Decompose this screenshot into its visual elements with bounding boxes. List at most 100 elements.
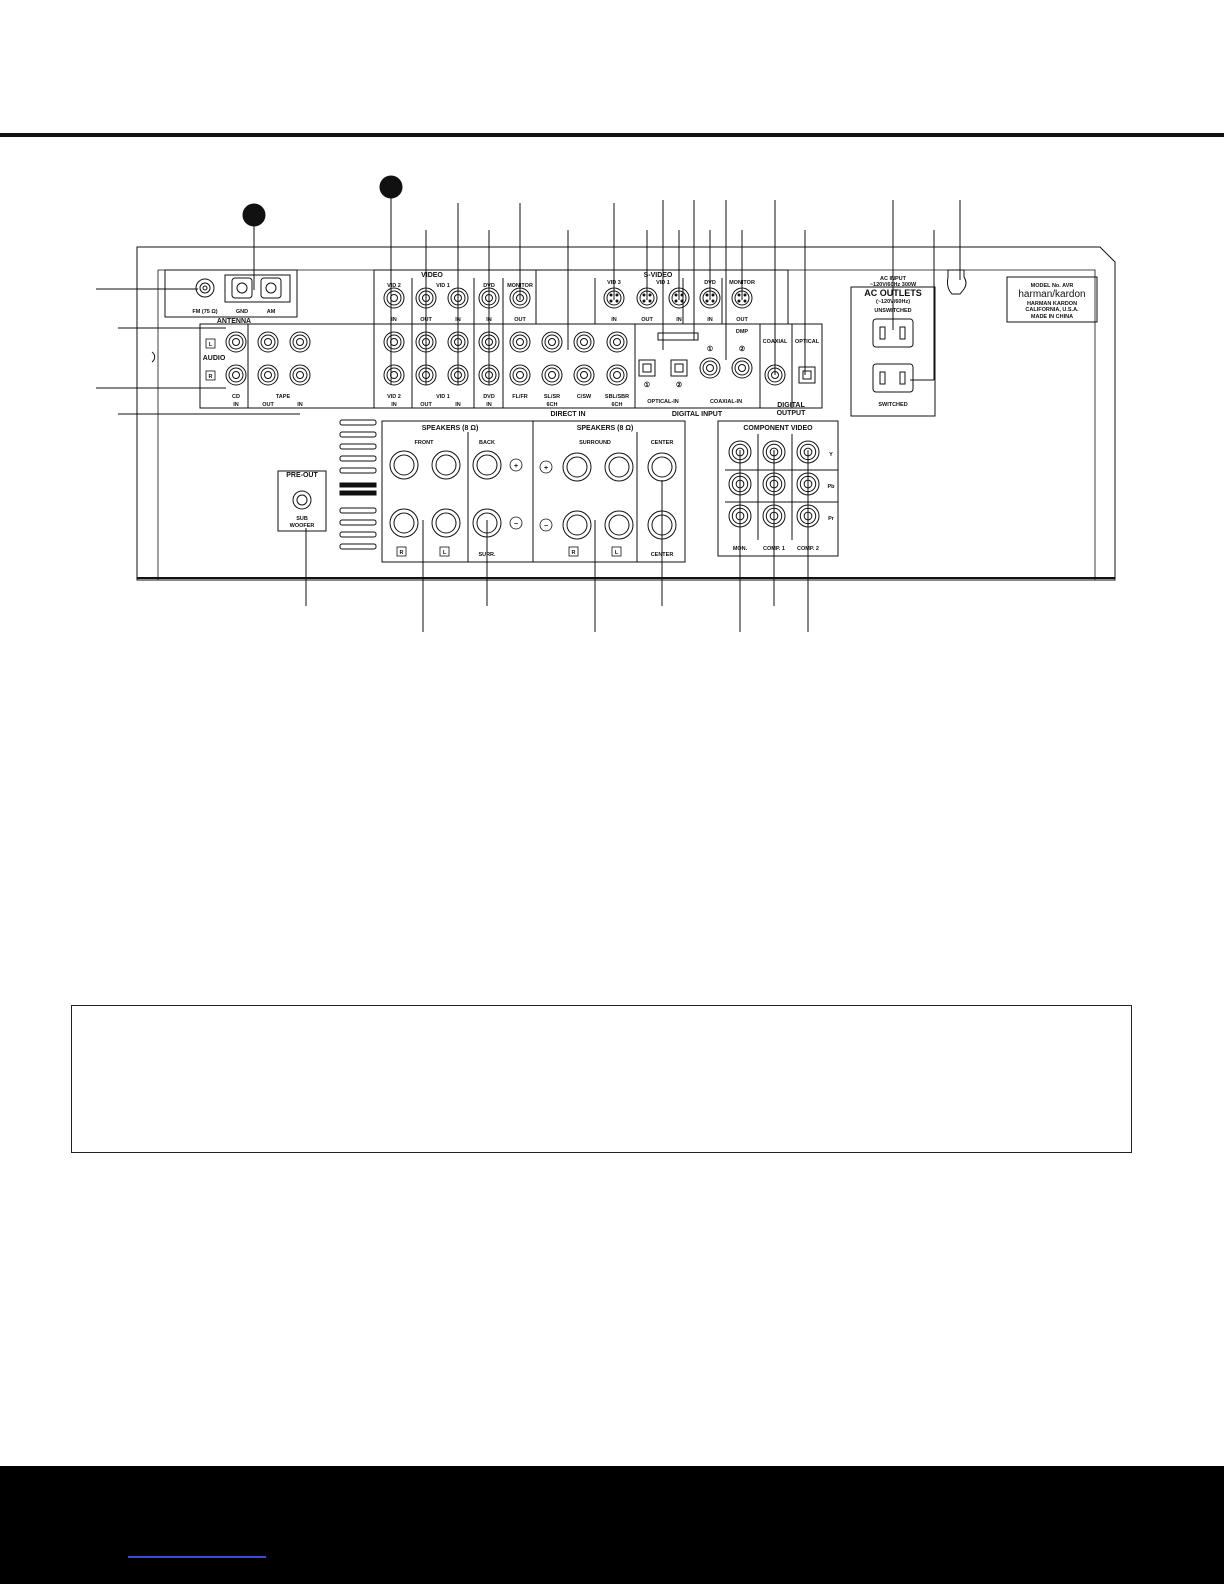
label-front-l: L: [443, 550, 447, 556]
label-audio-dvd: DVD: [483, 394, 495, 400]
label-center-top: CENTER: [651, 440, 674, 446]
label-woofer: WOOFER: [290, 523, 315, 529]
audio-jack-r: [225, 364, 247, 386]
label-vid2-top: VID 2: [387, 283, 401, 289]
audio-panel: [199, 323, 823, 409]
brand-made-in: MADE IN CHINA: [1031, 314, 1073, 320]
label-ac-input-1: AC INPUT: [880, 276, 907, 282]
speaker-post: [562, 452, 592, 482]
label-vid3: VID 3: [607, 280, 621, 286]
audio-jack-r: [289, 364, 311, 386]
label-video: VIDEO: [421, 272, 443, 279]
label-unswitched: UNSWITCHED: [874, 308, 911, 314]
audio-jack-l: [606, 331, 628, 353]
audio-jack-l: [447, 331, 469, 353]
label-surr: SURR.: [478, 552, 496, 558]
label-antenna: ANTENNA: [217, 318, 251, 325]
video-jack: [478, 287, 500, 309]
optical-jack: [798, 366, 816, 384]
label-front-r: R: [400, 550, 404, 556]
footer-link[interactable]: [128, 1556, 266, 1558]
label-vid1-top: VID 1: [436, 283, 450, 289]
label-video-out-1: OUT: [420, 317, 432, 323]
label-am: AM: [267, 309, 276, 315]
component-jack: [728, 440, 752, 464]
audio-jack-l: [541, 331, 563, 353]
top-rule: [0, 133, 1224, 137]
label-plus-left: +: [514, 463, 518, 470]
label-monitor-top: MONITOR: [507, 283, 533, 289]
brand-maker-2: CALIFORNIA, U.S.A.: [1025, 307, 1079, 313]
label-coaxial-1: ①: [707, 345, 713, 353]
label-component-video: COMPONENT VIDEO: [743, 425, 813, 432]
speakers-left-panel: [381, 420, 534, 563]
audio-jack-l: [509, 331, 531, 353]
audio-jack-r: [478, 364, 500, 386]
audio-jack-l: [383, 331, 405, 353]
audio-jack-l: [415, 331, 437, 353]
label-front: FRONT: [415, 440, 435, 446]
speaker-post: [472, 508, 502, 538]
video-jack: [447, 287, 469, 309]
audio-jack-l: [478, 331, 500, 353]
label-pre-out: PRE-OUT: [286, 472, 318, 479]
brand-model: MODEL No. AVR: [1031, 283, 1074, 289]
chassis-outline: [136, 246, 1116, 581]
audio-jack-r: [415, 364, 437, 386]
speaker-post: [431, 508, 461, 538]
component-jack: [728, 504, 752, 528]
label-svid1: VID 1: [656, 280, 670, 286]
audio-jack-r: [383, 364, 405, 386]
label-minus-right: −: [544, 523, 548, 530]
label-audio-l: L: [209, 342, 213, 348]
component-jack: [728, 472, 752, 496]
label-sbl-sbr: SBL/SBR: [605, 394, 629, 400]
label-cd: CD: [232, 394, 240, 400]
notice-box: [71, 1005, 1132, 1153]
ac-outlets-box: [850, 286, 936, 417]
audio-jack-r: [606, 364, 628, 386]
audio-jack-r: [573, 364, 595, 386]
audio-jack-r: [447, 364, 469, 386]
label-dmp: DMP: [736, 329, 749, 335]
label-video-in-2: IN: [455, 317, 461, 323]
brand-name: harman/kardon: [1018, 289, 1085, 300]
component-jack: [796, 440, 820, 464]
audio-jack-l: [257, 331, 279, 353]
label-ac-outlets: AC OUTLETS: [864, 288, 922, 298]
label-svideo-in-1: IN: [611, 317, 617, 323]
label-ac-outlets-rating: (~120V/60Hz): [876, 299, 910, 305]
audio-jack-r: [257, 364, 279, 386]
label-optical-1: ①: [644, 381, 650, 389]
speaker-post: [562, 510, 592, 540]
label-surround: SURROUND: [579, 440, 611, 446]
label-svideo-out-2: OUT: [736, 317, 748, 323]
label-tape-in: IN: [297, 402, 303, 408]
rear-panel-diagram: FM (75 Ω) GND AM ANTENNA VIDEO VID 2 VID…: [96, 175, 1116, 632]
speaker-post: [647, 510, 677, 540]
optical-jack: [670, 359, 688, 377]
audio-jack-l: [573, 331, 595, 353]
component-jack: [796, 472, 820, 496]
audio-jack-l: [289, 331, 311, 353]
label-6ch-b: 6CH: [611, 402, 622, 408]
coaxial-in-jack: [731, 357, 753, 379]
label-tape: TAPE: [276, 394, 291, 400]
svideo-jack: [668, 287, 690, 309]
audio-jack-r: [541, 364, 563, 386]
label-svideo: S-VIDEO: [644, 272, 673, 279]
audio-jack-r: [509, 364, 531, 386]
label-tape-out: OUT: [262, 402, 274, 408]
label-surround-l: L: [615, 550, 619, 556]
callout-dot-a: [242, 203, 266, 227]
speaker-post: [389, 508, 419, 538]
label-speakers-left: SPEAKERS (8 Ω): [422, 425, 479, 432]
label-digital-output-1: DIGITAL: [777, 402, 805, 409]
speakers-right-panel: [532, 420, 686, 563]
callout-dot-b: [379, 175, 403, 199]
video-jack: [415, 287, 437, 309]
label-audio-dvd-in: IN: [486, 402, 492, 408]
label-fm: FM (75 Ω): [192, 309, 217, 315]
component-jack: [762, 504, 786, 528]
label-pb: Pb: [827, 484, 835, 490]
